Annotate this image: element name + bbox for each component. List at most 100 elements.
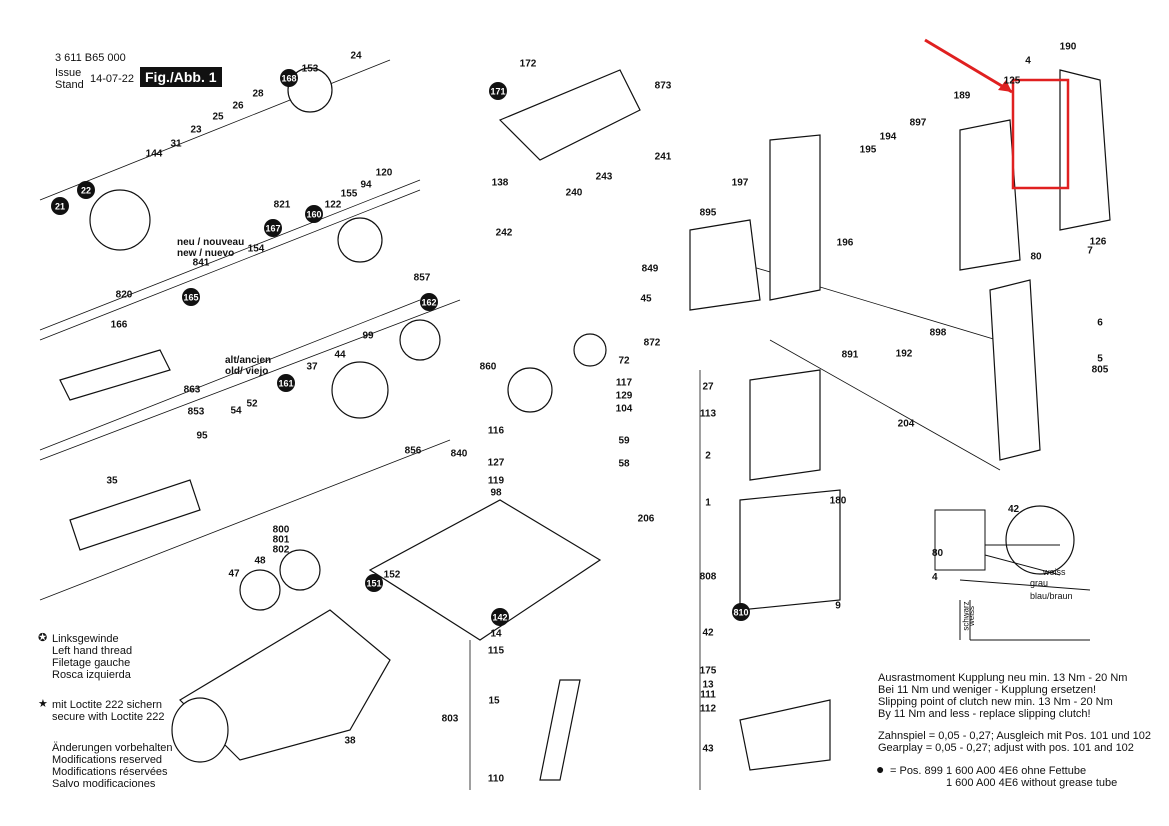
part-number: 196 bbox=[837, 238, 854, 249]
part-number: 853 bbox=[188, 407, 205, 418]
part-label-1: 1 bbox=[705, 498, 711, 509]
part-number: 21 bbox=[55, 202, 65, 212]
part-number: 821 bbox=[274, 200, 291, 211]
part-number: 160 bbox=[306, 210, 321, 220]
legend-left-thread-en: Left hand thread bbox=[52, 645, 133, 657]
part-callout-dot bbox=[491, 608, 509, 626]
part-number: 190 bbox=[1060, 42, 1077, 53]
part-number: 35 bbox=[106, 476, 118, 487]
wire-weiss2: weiss bbox=[967, 605, 977, 627]
part-number: 166 bbox=[111, 320, 128, 331]
part-label-110: 110 bbox=[488, 774, 505, 785]
part-number: 801 bbox=[273, 535, 290, 546]
wiring-diagram bbox=[934, 509, 1091, 641]
variant-old-2: old/ viejo bbox=[225, 366, 269, 377]
part-number: 126 bbox=[1090, 237, 1107, 248]
part-label-821: 821 bbox=[274, 200, 291, 211]
part-label-856: 856 bbox=[405, 446, 422, 457]
part-label-860: 860 bbox=[480, 362, 497, 373]
part-label-160: 160 bbox=[305, 205, 323, 223]
grease-note-1: 1 600 A00 4E6 ohne Fettube bbox=[946, 765, 1087, 777]
part-number: 161 bbox=[278, 379, 293, 389]
part-label-168: 168 bbox=[280, 69, 298, 87]
part-number: 99 bbox=[362, 331, 374, 342]
part-number: 241 bbox=[655, 152, 672, 163]
part-number: 52 bbox=[246, 399, 258, 410]
legend-left-thread-fr: Filetage gauche bbox=[52, 657, 131, 669]
part-label-197: 197 bbox=[732, 178, 749, 189]
part-label-849: 849 bbox=[642, 264, 659, 275]
part-callout-dot bbox=[489, 82, 507, 100]
part-label-863: 863 bbox=[184, 385, 201, 396]
part-label-95: 95 bbox=[196, 431, 208, 442]
part-label-891: 891 bbox=[842, 350, 859, 361]
part-callout-dot bbox=[264, 219, 282, 237]
part-number: 206 bbox=[638, 514, 655, 525]
part-number: 180 bbox=[830, 496, 847, 507]
part-number: 197 bbox=[732, 178, 749, 189]
part-label-803: 803 bbox=[442, 714, 459, 725]
part-number: 38 bbox=[344, 736, 356, 747]
part-label-113: 113 bbox=[700, 409, 717, 420]
part-label-161: 161 bbox=[277, 374, 295, 392]
part-number: 820 bbox=[116, 290, 133, 301]
wire-ref-4: 4 bbox=[932, 572, 938, 583]
part-number: 895 bbox=[700, 208, 717, 219]
part-label-2: 2 bbox=[705, 451, 711, 462]
torque-note-3: Slipping point of clutch new min. 13 Nm … bbox=[878, 696, 1113, 708]
part-number: 152 bbox=[384, 570, 401, 581]
part-label-59: 59 bbox=[618, 436, 630, 447]
part-label-241: 241 bbox=[655, 152, 672, 163]
legend-reserved-es: Salvo modificaciones bbox=[52, 778, 156, 790]
variant-new-2: new / nuevo bbox=[177, 248, 235, 259]
part-label-4: 4 bbox=[1025, 56, 1031, 67]
part-label-805: 805 bbox=[1092, 365, 1109, 376]
part-number: 165 bbox=[183, 293, 198, 303]
part-number: 873 bbox=[655, 81, 672, 92]
part-label-189: 189 bbox=[954, 91, 971, 102]
part-number: 104 bbox=[616, 404, 633, 415]
loctite-star-icon: ★ bbox=[38, 698, 48, 710]
part-label-129: 129 bbox=[616, 391, 633, 402]
part-callout-dot bbox=[182, 288, 200, 306]
part-number: 204 bbox=[898, 419, 915, 430]
part-number: 153 bbox=[302, 64, 319, 75]
part-number: 23 bbox=[190, 125, 202, 136]
part-label-166: 166 bbox=[111, 320, 128, 331]
part-label-25: 25 bbox=[212, 112, 224, 123]
grease-pos: = Pos. 899 bbox=[890, 765, 943, 777]
part-label-898: 898 bbox=[930, 328, 947, 339]
part-label-112: 112 bbox=[700, 704, 717, 715]
part-callout-dot bbox=[51, 197, 69, 215]
part-label-840: 840 bbox=[451, 449, 468, 460]
part-label-154: 154 bbox=[248, 244, 265, 255]
part-label-43: 43 bbox=[702, 744, 714, 755]
part-label-800: 800 bbox=[273, 525, 290, 536]
part-label-873: 873 bbox=[655, 81, 672, 92]
part-callout-dot bbox=[277, 374, 295, 392]
part-label-180: 180 bbox=[830, 496, 847, 507]
part-number: 857 bbox=[414, 273, 431, 284]
part-label-808: 808 bbox=[700, 572, 717, 583]
part-label-195: 195 bbox=[860, 145, 877, 156]
part-number: 898 bbox=[930, 328, 947, 339]
part-label-44: 44 bbox=[334, 350, 346, 361]
part-label-104: 104 bbox=[616, 404, 633, 415]
part-label-15: 15 bbox=[488, 696, 500, 707]
part-number: 168 bbox=[281, 74, 296, 84]
part-label-192: 192 bbox=[896, 349, 913, 360]
part-label-80: 80 bbox=[1030, 252, 1042, 263]
part-label-38: 38 bbox=[344, 736, 356, 747]
part-number: 162 bbox=[421, 298, 436, 308]
part-number: 80 bbox=[1030, 252, 1042, 263]
part-number: 129 bbox=[616, 391, 633, 402]
part-label-21: 21 bbox=[51, 197, 69, 215]
highlight-marker bbox=[924, 38, 1070, 190]
part-label-802: 802 bbox=[273, 545, 290, 556]
part-label-167: 167 bbox=[264, 219, 282, 237]
part-number: 98 bbox=[490, 488, 502, 499]
part-label-5: 5 bbox=[1097, 354, 1103, 365]
part-labels: 1245679131415212223242526272831353738424… bbox=[51, 42, 1109, 785]
torque-note-1: Ausrastmoment Kupplung neu min. 13 Nm - … bbox=[878, 672, 1128, 684]
part-label-13: 13 bbox=[702, 680, 714, 691]
